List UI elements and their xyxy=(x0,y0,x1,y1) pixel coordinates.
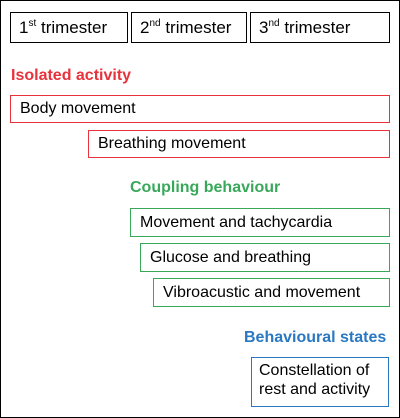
trimester-3-number: 3 xyxy=(259,18,269,37)
trimester-2-suffix: nd xyxy=(149,18,161,29)
trimester-2-label: trimester xyxy=(165,18,232,37)
trimester-1-label: trimester xyxy=(40,18,108,37)
behavioural-states-heading: Behavioural states xyxy=(244,329,387,346)
coupling-behaviour-heading: Coupling behaviour xyxy=(130,179,281,196)
trimester-2-number: 2 xyxy=(140,18,150,37)
rest-activity-constellation-bar: Constellation of rest and activity xyxy=(251,357,389,407)
trimester-1-box: 1st trimester xyxy=(10,12,128,43)
breathing-movement-bar: Breathing movement xyxy=(88,130,390,158)
isolated-activity-heading: Isolated activity xyxy=(11,67,132,84)
trimester-3-label: trimester xyxy=(284,18,351,37)
trimester-1-number: 1 xyxy=(19,18,29,37)
trimester-1-suffix: st xyxy=(28,18,37,29)
movement-tachycardia-bar: Movement and tachycardia xyxy=(130,208,390,237)
glucose-breathing-bar: Glucose and breathing xyxy=(140,243,390,272)
vibroacustic-movement-bar: Vibroacustic and movement xyxy=(153,278,390,307)
trimester-3-suffix: nd xyxy=(268,18,280,29)
body-movement-bar: Body movement xyxy=(10,95,390,123)
trimester-3-box: 3nd trimester xyxy=(250,12,390,43)
trimester-2-box: 2nd trimester xyxy=(131,12,247,43)
